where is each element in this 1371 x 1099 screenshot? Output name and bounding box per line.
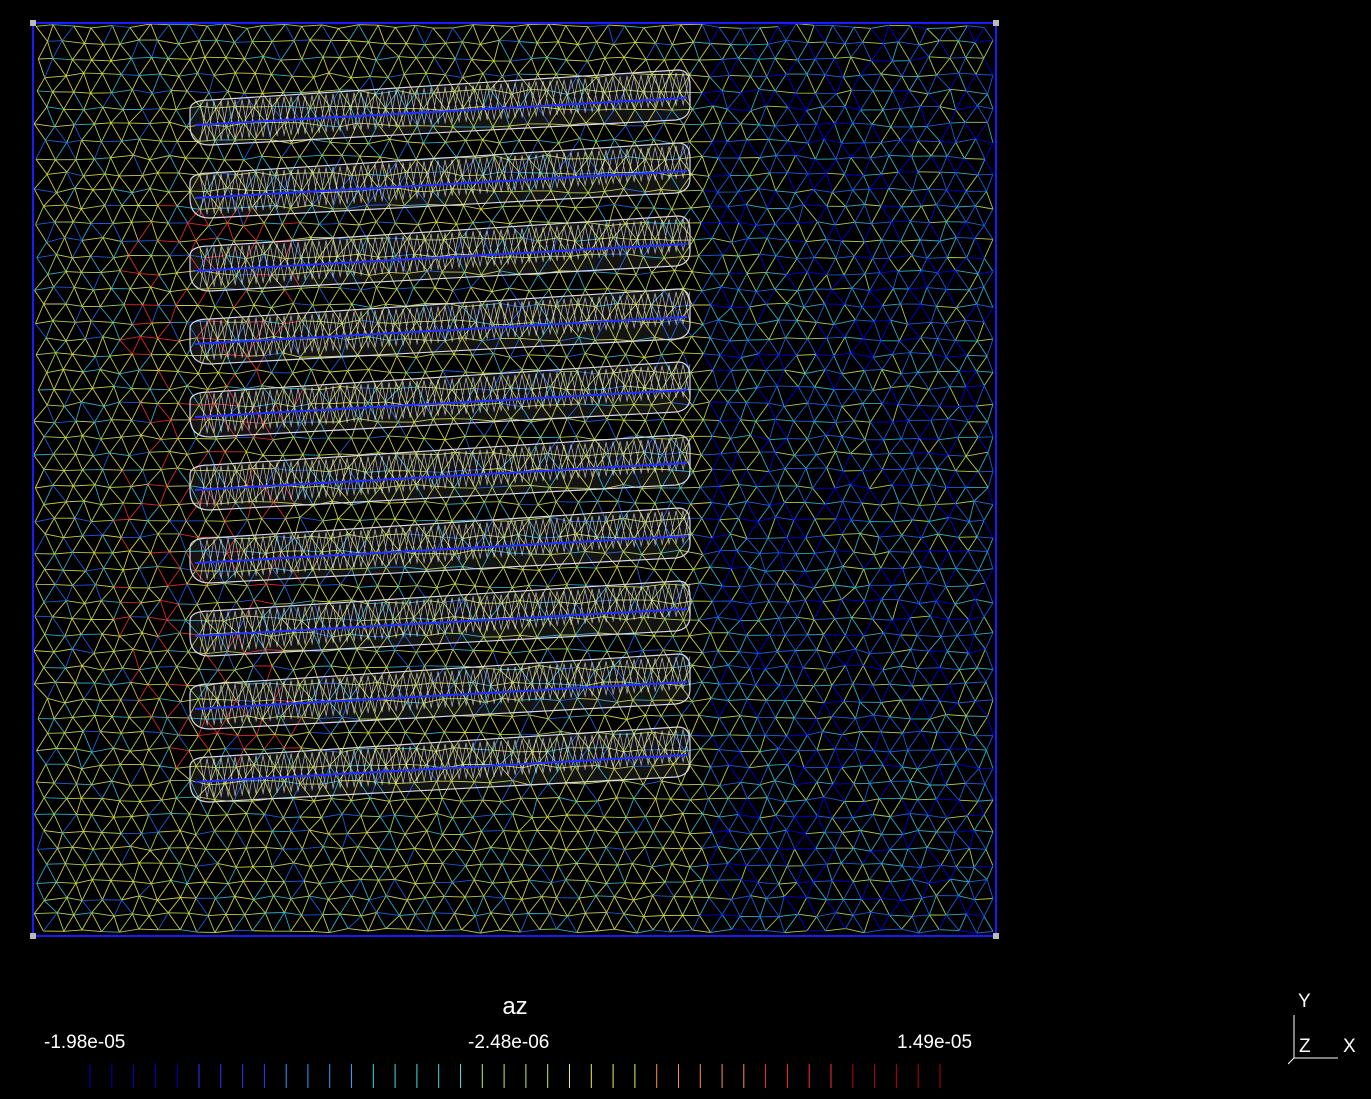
coil-windings [189, 69, 691, 803]
mesh-edges-2 [33, 23, 994, 934]
coil-turn [189, 726, 691, 803]
axis-triad-icon [1288, 1015, 1338, 1065]
colorbar [89, 1064, 941, 1088]
coil-turn [189, 653, 691, 730]
colorbar-title: az [502, 993, 528, 1020]
coil-turn [189, 142, 691, 219]
axis-x-label: X [1343, 1036, 1356, 1057]
corner-marker-br[interactable] [993, 933, 999, 939]
mesh-edges-4 [699, 23, 994, 934]
coil-turn [189, 434, 691, 511]
coil-turn [189, 580, 691, 657]
coil-turn [189, 215, 691, 292]
coil-turn [189, 69, 691, 146]
axis-z-label: Z [1299, 1036, 1311, 1057]
corner-marker-bl[interactable] [30, 933, 36, 939]
corner-marker-tl[interactable] [30, 20, 36, 26]
corner-marker-tr[interactable] [993, 20, 999, 26]
axis-y-label: Y [1298, 991, 1311, 1012]
coil-turn [189, 361, 691, 438]
colorbar-min-label: -1.98e-05 [44, 1032, 126, 1053]
domain-border [32, 22, 997, 937]
coil-turn [189, 288, 691, 365]
mesh-edges-0 [33, 23, 994, 934]
mesh-edges-5 [113, 204, 304, 769]
colorbar-max-label: 1.49e-05 [897, 1032, 973, 1053]
colorbar-mid-label: -2.48e-06 [468, 1032, 550, 1053]
coil-turn [189, 507, 691, 584]
